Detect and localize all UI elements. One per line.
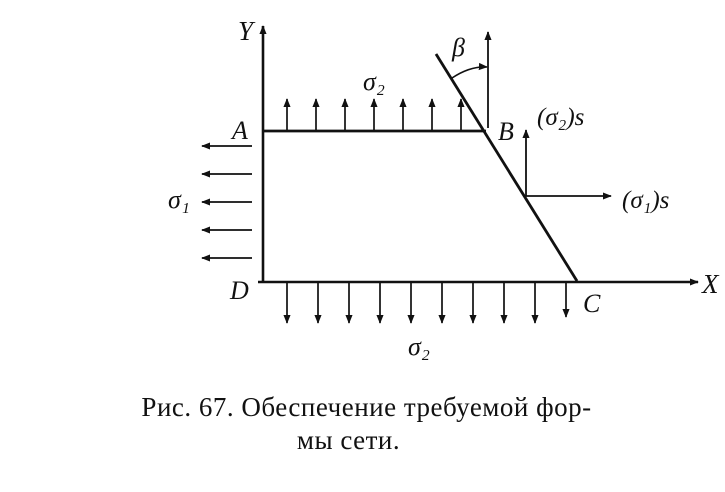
net-shape-diagram: Y X A B C D β σ₂ σ₂ σ₁ (σ₂)s (σ₁)s [168,16,720,361]
point-d-label: D [229,276,249,305]
point-b-label: B [498,117,514,146]
edge-bc [434,53,579,282]
sigma2-bottom-arrows [283,283,570,324]
beta-arc [451,62,488,79]
sigma1-left-arrows [201,142,252,262]
figure-caption-line-1: Рис. 67. Обеспечение требуемой фор- [141,392,592,422]
figure-caption-line-2: мы сети. [296,425,401,455]
sigma1-s-label: (σ₁)s [622,187,669,214]
sigma2-bottom-label: σ₂ [408,332,430,361]
sigma2-s-label: (σ₂)s [537,104,584,131]
sigma2-top-label: σ₂ [363,67,385,96]
y-axis-label: Y [238,16,256,46]
beta-label: β [451,33,465,62]
sigma2-top-arrows [283,98,465,130]
sigma1-left-label: σ₁ [168,185,190,214]
x-axis-label: X [701,269,720,299]
point-c-label: C [583,289,601,318]
point-a-label: A [230,116,248,145]
